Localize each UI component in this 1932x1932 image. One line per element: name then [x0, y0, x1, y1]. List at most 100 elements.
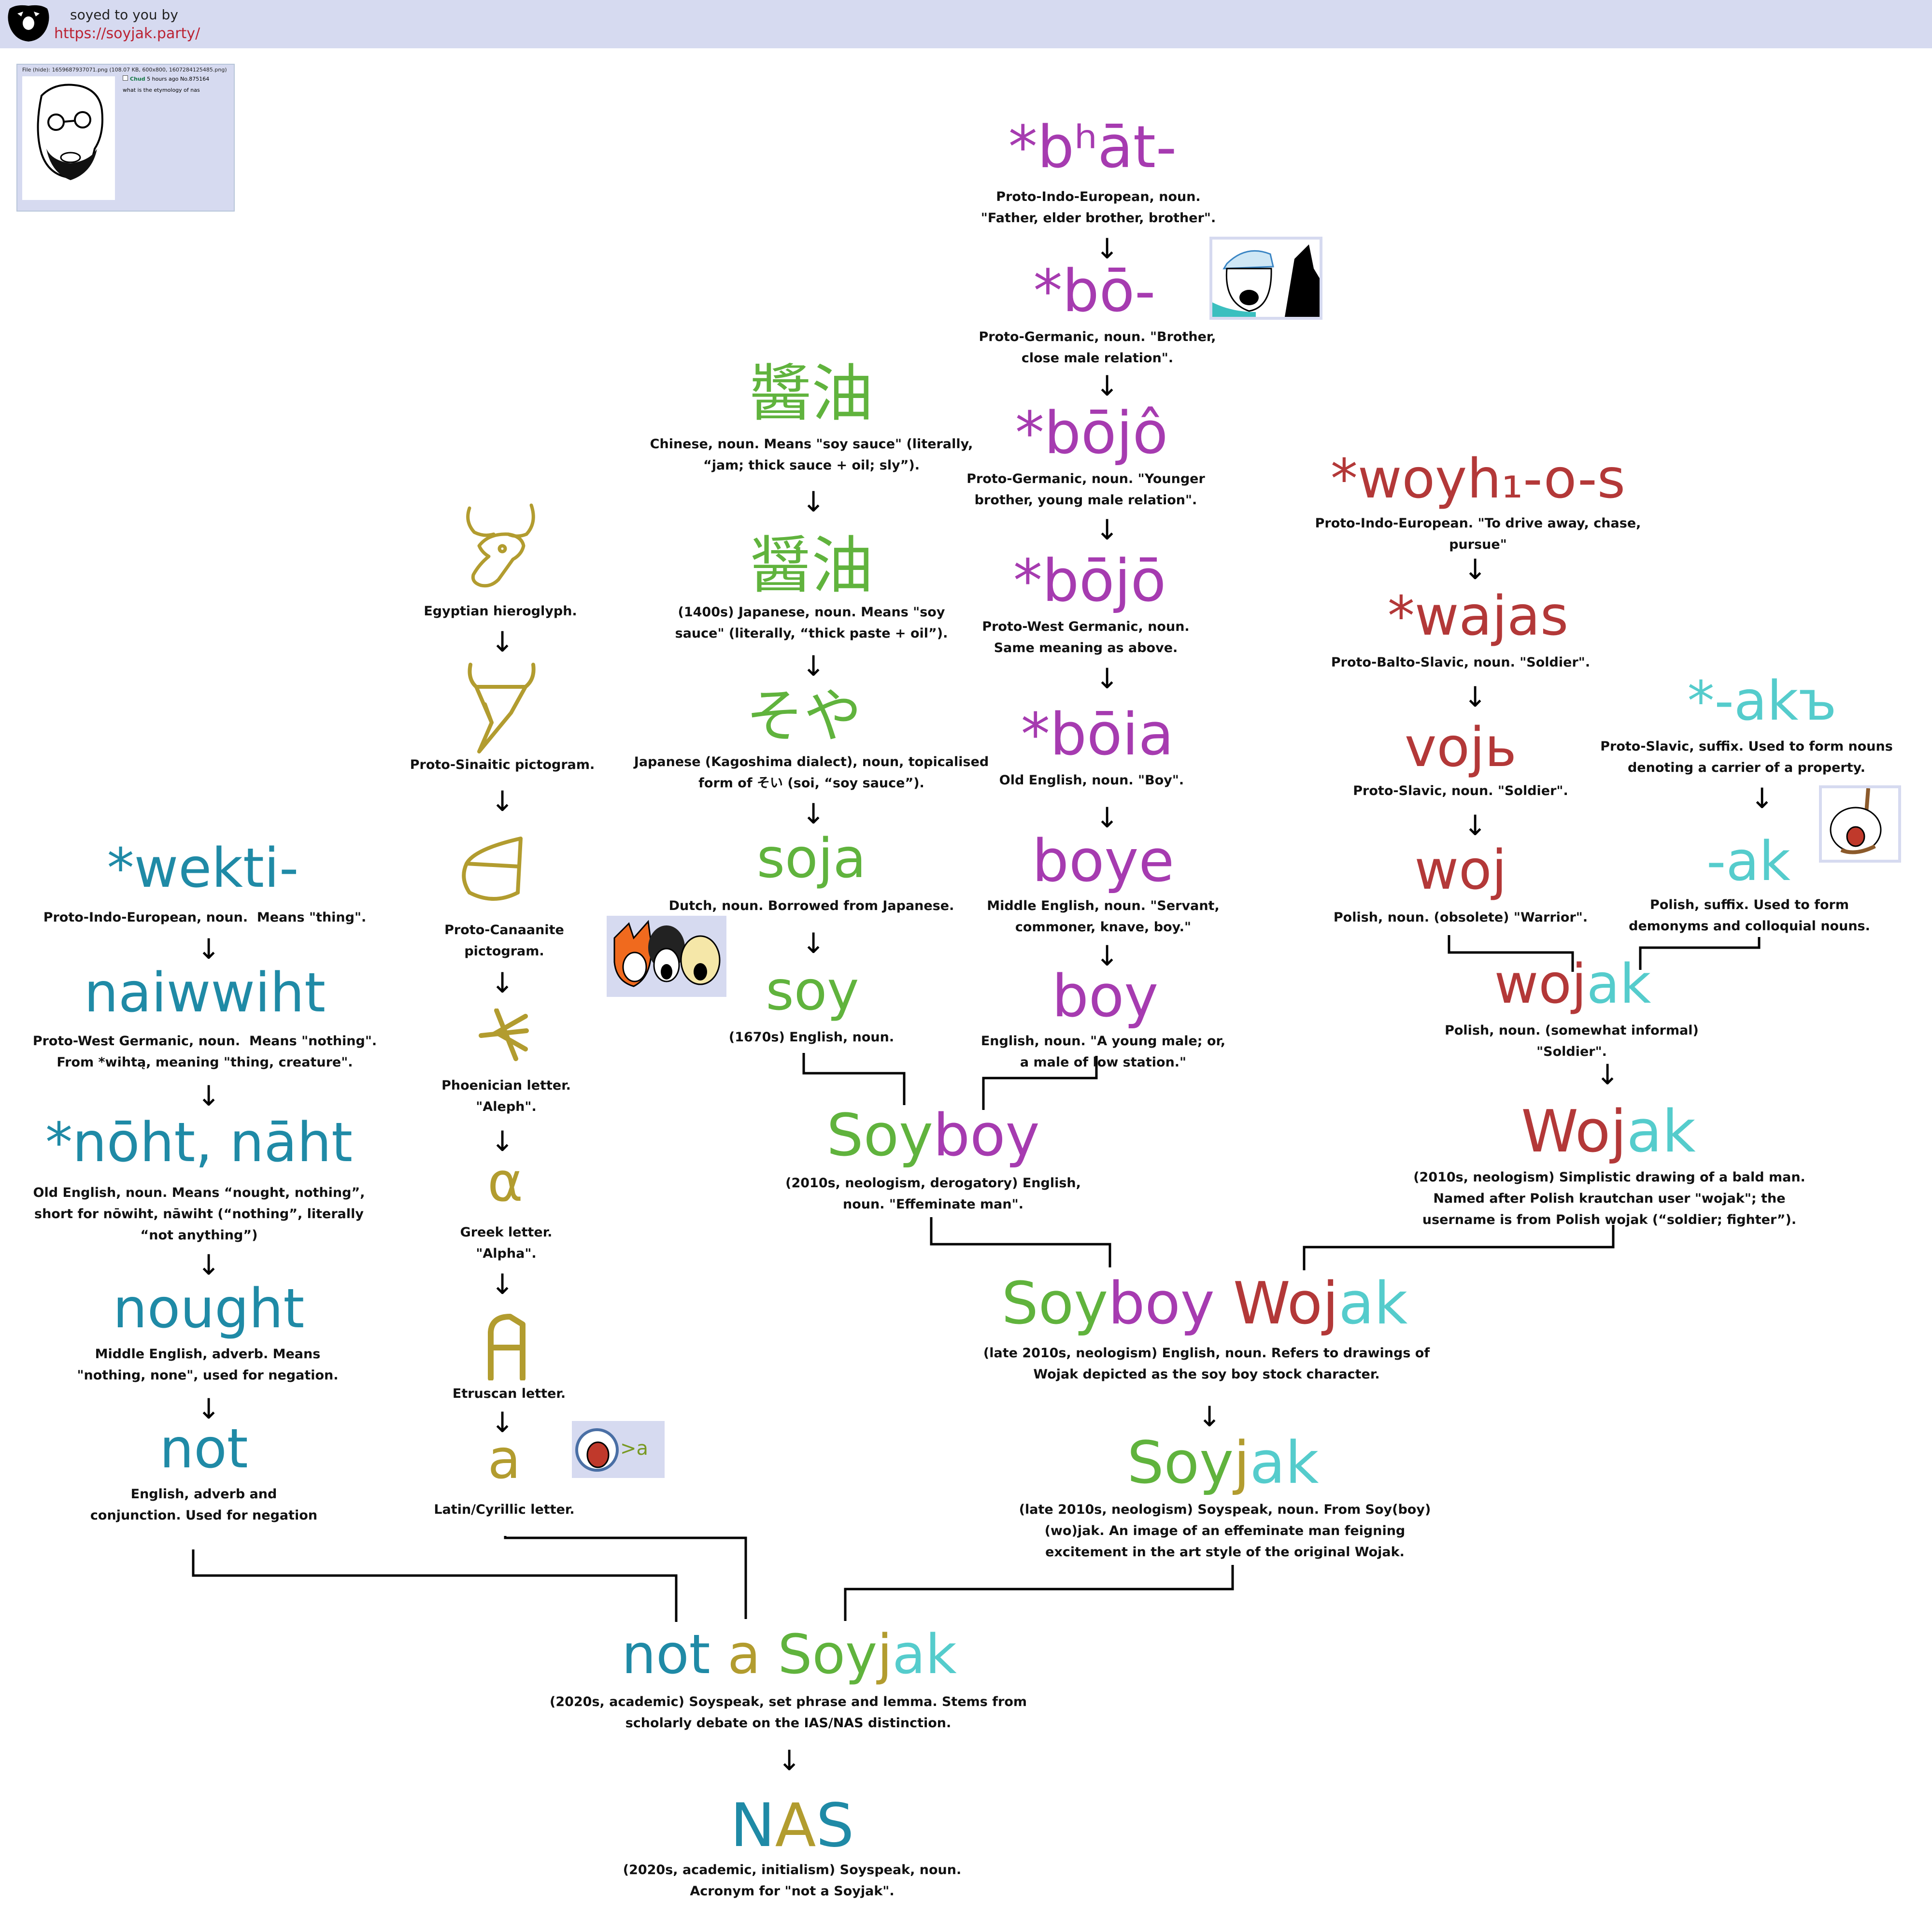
- desc-soyjak: (late 2010s, neologism) Soyspeak, noun. …: [1019, 1502, 1431, 1560]
- soyjak-trio-thumb[interactable]: [607, 916, 726, 997]
- word-boye: boye: [1032, 828, 1175, 895]
- desc-phoenician: Phoenician letter. "Aleph".: [441, 1078, 571, 1114]
- connector-boy: [982, 1056, 1098, 1110]
- soyjak-logo-icon: [8, 5, 49, 42]
- word-ak-suffix: -ak: [1706, 830, 1790, 893]
- desc-noht: Old English, noun. Means “nought, nothin…: [33, 1185, 365, 1243]
- post-message: what is the etymology of nas: [123, 87, 200, 93]
- word-latin-a: a: [487, 1428, 521, 1491]
- desc-not: English, adverb and conjunction. Used fo…: [90, 1487, 318, 1523]
- arrow-icon: ↓: [801, 650, 825, 682]
- desc-bo: Proto-Germanic, noun. "Brother, close ma…: [979, 329, 1216, 366]
- desc-wojak-polish: Polish, noun. (somewhat informal) "Soldi…: [1445, 1023, 1699, 1059]
- word-bojo-macron: *bōjō: [1013, 548, 1166, 615]
- connector-not: [192, 1549, 678, 1622]
- connector-woj: [1448, 935, 1574, 972]
- word-not-a-soyjak: not a Soyjak: [622, 1623, 957, 1686]
- word-voj: vojь: [1405, 716, 1517, 779]
- word-naiwwiht: naiwwiht: [84, 962, 326, 1024]
- word-noht: *nōht, nāht: [45, 1111, 353, 1174]
- word-woyh: *woyh₁-o-s: [1330, 448, 1626, 511]
- post-thumbnail-soyjak-icon[interactable]: [22, 76, 115, 200]
- word-wojak-polish: wojak: [1494, 953, 1651, 1016]
- desc-soy: (1670s) English, noun.: [728, 1030, 895, 1045]
- arrow-icon: ↓: [777, 1744, 801, 1777]
- connector-soyboy: [930, 1217, 1111, 1267]
- quoted-post: File (hide): 1659687937071.png (108.07 K…: [16, 64, 235, 212]
- arrow-icon: ↓: [1595, 1058, 1619, 1091]
- soyjak-cap-icon: [1212, 240, 1320, 317]
- header-site-link[interactable]: https://soyjak.party/: [54, 25, 200, 42]
- desc-wojak-meme: (2010s, neologism) Simplistic drawing of…: [1413, 1170, 1805, 1227]
- desc-naiwwiht: Proto-West Germanic, noun. Means "nothin…: [32, 1034, 377, 1070]
- desc-etruscan: Etruscan letter.: [452, 1386, 566, 1401]
- word-woj: woj: [1414, 839, 1507, 902]
- arrow-icon: ↓: [490, 1268, 514, 1301]
- desc-dutch: Dutch, noun. Borrowed from Japanese.: [668, 898, 954, 913]
- post-checkbox[interactable]: [123, 75, 128, 81]
- word-nought: nought: [113, 1278, 305, 1340]
- arrow-icon: ↓: [1750, 782, 1774, 815]
- phoenician-aleph-icon: [479, 1009, 529, 1061]
- desc-boia: Old English, noun. "Boy".: [999, 773, 1184, 788]
- desc-egyptian: Egyptian hieroglyph.: [424, 604, 577, 619]
- arrow-icon: ↓: [801, 927, 825, 960]
- post-time-number[interactable]: 5 hours ago No.875164: [147, 76, 210, 82]
- connector-a: [504, 1536, 747, 1619]
- desc-greek: Greek letter. "Alpha".: [460, 1225, 553, 1261]
- desc-bojo-pg: Proto-Germanic, noun. "Younger brother, …: [966, 471, 1205, 508]
- header-tagline: soyed to you by: [70, 7, 178, 23]
- desc-voj: Proto-Slavic, noun. "Soldier".: [1353, 783, 1568, 798]
- word-boy: boy: [1051, 963, 1159, 1030]
- soyjak-cap-thumb[interactable]: [1209, 237, 1322, 320]
- post-file-info[interactable]: File (hide): 1659687937071.png (108.07 K…: [22, 67, 227, 73]
- soyjak-trio-icon: [613, 920, 721, 987]
- soyjak-rope-thumb[interactable]: [1819, 785, 1901, 863]
- greentext-a: >a: [620, 1437, 649, 1460]
- desc-ak: Polish, suffix. Used to form demonyms an…: [1629, 897, 1870, 934]
- desc-nas: (2020s, academic, initialism) Soyspeak, …: [623, 1862, 962, 1899]
- arrow-icon: ↓: [197, 933, 221, 966]
- arrow-icon: ↓: [1463, 681, 1487, 713]
- arrow-icon: ↓: [1095, 662, 1119, 695]
- arrow-icon: ↓: [1463, 553, 1487, 586]
- ox-head-hieroglyph-icon: [466, 503, 535, 588]
- ox-head-pictogram-icon: [468, 663, 536, 753]
- word-bo: *bō-: [1033, 258, 1156, 325]
- desc-woyh: Proto-Indo-European. "To drive away, cha…: [1315, 516, 1641, 552]
- post-meta: Chud 5 hours ago No.875164: [123, 75, 209, 82]
- arrow-icon: ↓: [490, 1406, 514, 1439]
- word-aku: *-akъ: [1687, 670, 1837, 733]
- word-boia: *bōia: [1021, 701, 1174, 768]
- arrow-icon: ↓: [1095, 513, 1119, 546]
- canaanite-aleph-icon: [462, 837, 523, 901]
- arrow-icon: ↓: [490, 966, 514, 999]
- a-reaction-thumb[interactable]: >a: [572, 1421, 665, 1478]
- word-nas: NAS: [730, 1791, 854, 1861]
- word-soyjak: Soyjak: [1127, 1430, 1319, 1497]
- word-soyboy-wojak: Soyboy Wojak: [1001, 1270, 1408, 1337]
- desc-woj: Polish, noun. (obsolete) "Warrior".: [1333, 910, 1588, 925]
- desc-nought: Middle English, adverb. Means "nothing, …: [77, 1347, 339, 1383]
- connector-wojak: [1303, 1225, 1615, 1270]
- site-header: soyed to you by https://soyjak.party/: [0, 0, 1932, 48]
- arrow-icon: ↓: [197, 1249, 221, 1281]
- arrow-icon: ↓: [1095, 939, 1119, 972]
- word-soja: soja: [756, 827, 867, 890]
- arrow-icon: ↓: [197, 1080, 221, 1112]
- desc-chinese: Chinese, noun. Means "soy sauce" (litera…: [650, 437, 973, 473]
- desc-boy: English, noun. "A young male; or, a male…: [980, 1034, 1226, 1070]
- word-soy: soy: [766, 960, 859, 1023]
- arrow-icon: ↓: [490, 1125, 514, 1158]
- arrow-icon: ↓: [490, 625, 514, 658]
- arrow-icon: ↓: [1095, 801, 1119, 834]
- post-author-name: Chud: [130, 76, 145, 82]
- desc-not-a-soyjak: (2020s, academic) Soyspeak, set phrase a…: [549, 1694, 1027, 1731]
- desc-bojo-pwg: Proto-West Germanic, noun. Same meaning …: [982, 619, 1190, 655]
- arrow-icon: ↓: [1095, 369, 1119, 402]
- word-japanese-soy-sauce: 醤油: [749, 530, 874, 602]
- word-alpha: α: [487, 1151, 523, 1214]
- desc-soyboy-wojak: (late 2010s, neologism) English, noun. R…: [983, 1346, 1430, 1382]
- desc-aku: Proto-Slavic, suffix. Used to form nouns…: [1600, 739, 1893, 775]
